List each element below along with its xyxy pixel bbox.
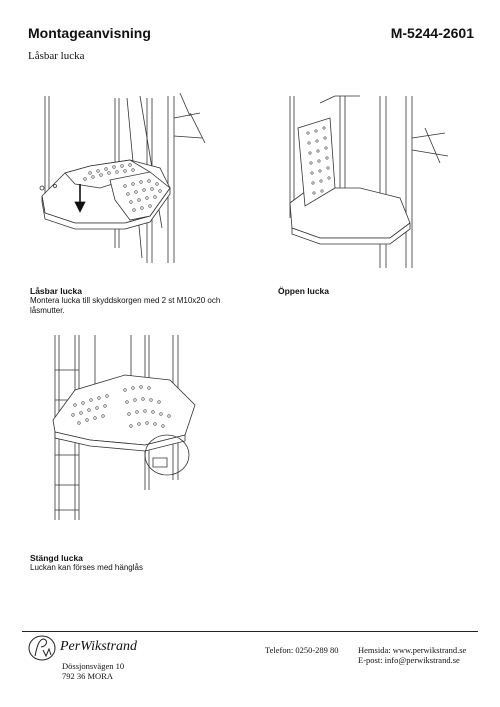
figure-3-caption: Luckan kan förses med hänglås	[30, 563, 143, 572]
figure-lockable-hatch	[30, 88, 230, 268]
figure-open-hatch	[280, 88, 470, 273]
figure-1-caption: Montera lucka till skyddskorgen med 2 st…	[30, 296, 221, 315]
address-line-1: Dössjonsvägen 10	[62, 661, 125, 671]
document-title: Montageanvisning	[28, 25, 151, 41]
website-link[interactable]: Hemsida: www.perwikstrand.se	[358, 645, 467, 655]
email-link[interactable]: E-post: info@perwikstrand.se	[358, 655, 460, 665]
phone-number: Telefon: 0250-289 80	[265, 645, 339, 655]
footer-divider	[22, 631, 478, 632]
document-number: M-5244-2601	[390, 25, 474, 41]
figure-closed-hatch	[45, 330, 215, 525]
document-subtitle: Låsbar lucka	[28, 50, 85, 62]
address-line-2: 792 36 MORA	[62, 671, 114, 681]
figure-1-heading: Låsbar lucka	[30, 286, 82, 296]
figure-2-heading: Öppen lucka	[278, 286, 330, 296]
company-name: PerWikstrand	[60, 639, 137, 654]
company-logo-icon	[28, 635, 56, 661]
figure-3-heading: Stängd lucka	[30, 553, 83, 563]
